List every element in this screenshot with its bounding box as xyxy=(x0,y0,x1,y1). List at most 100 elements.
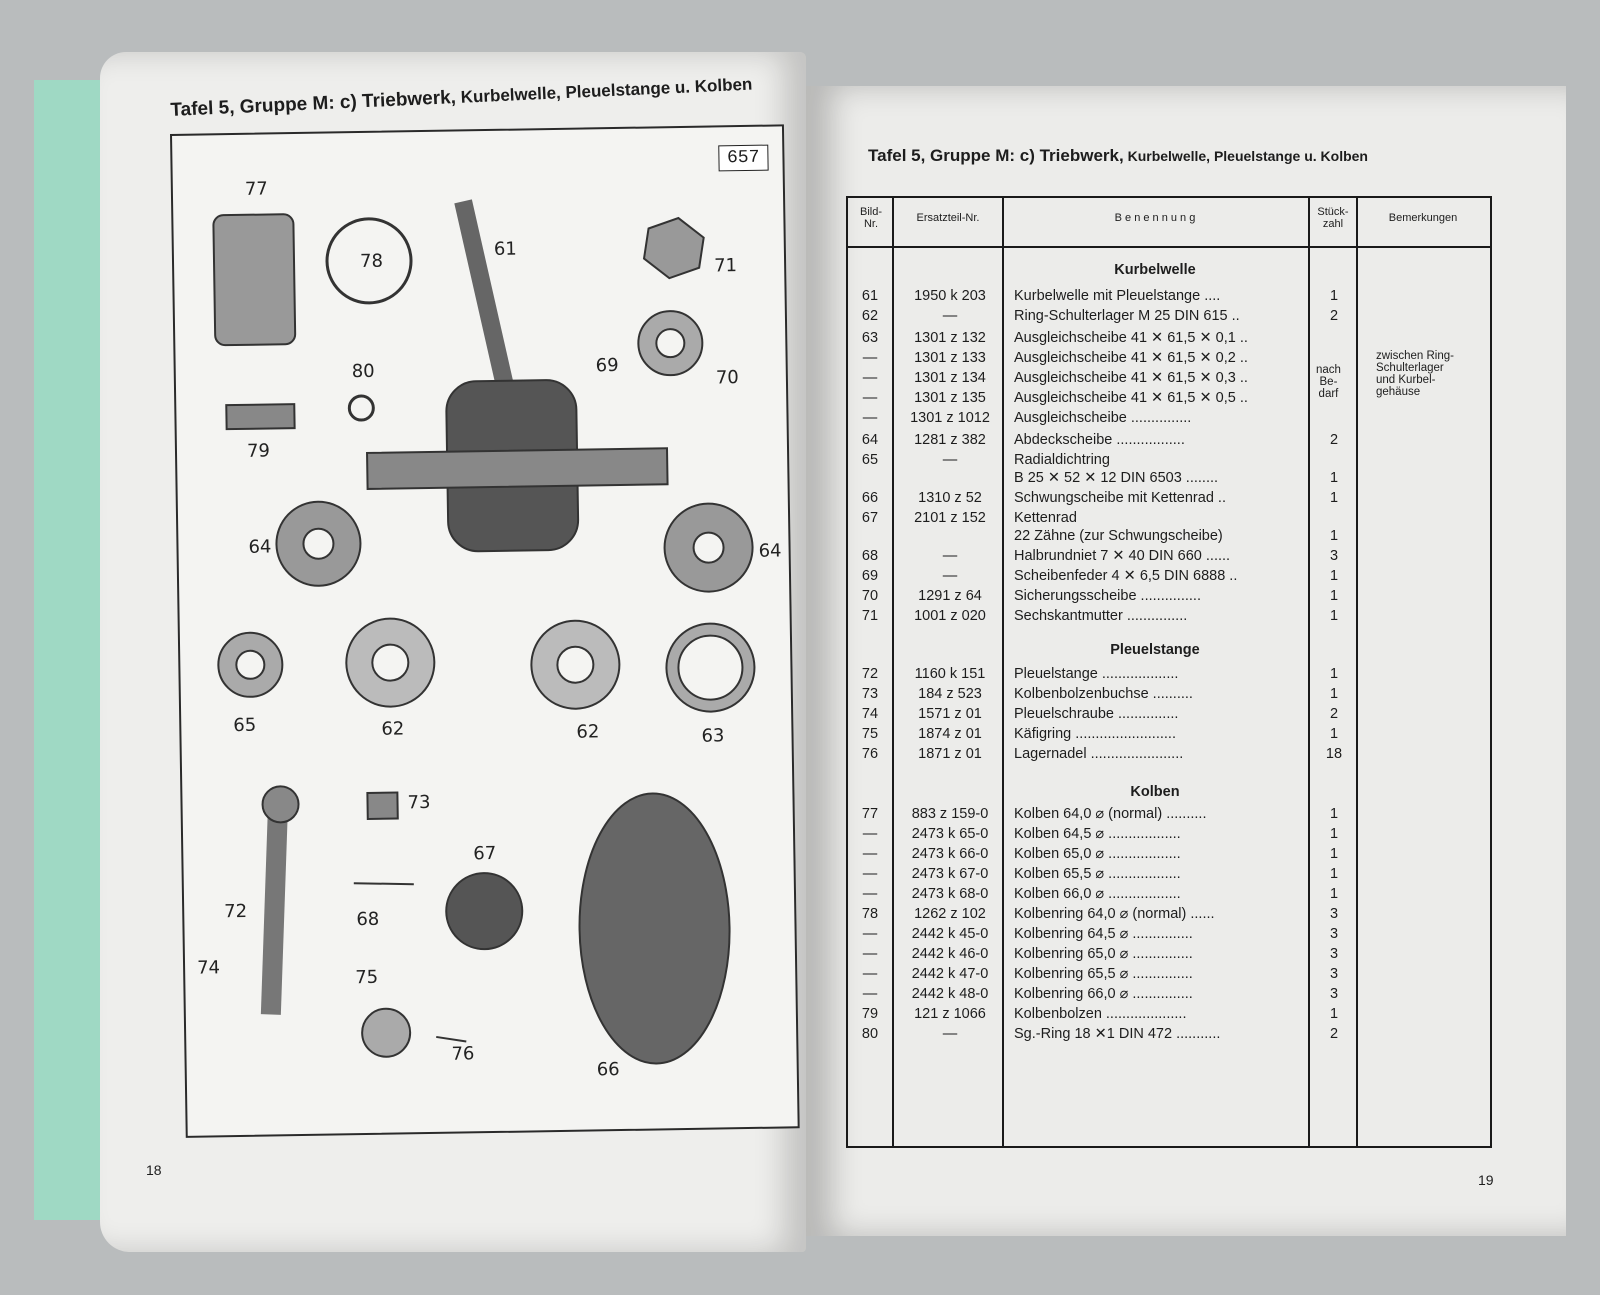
header-stueck: Stück- zahl xyxy=(1317,206,1349,230)
cell-name: Ausgleichscheibe 41 ✕ 61,5 ✕ 0,5 .. xyxy=(1014,390,1248,406)
cell-name: Kolbenbolzen .................... xyxy=(1014,1006,1187,1022)
cell-name: B 25 ✕ 52 ✕ 12 DIN 6503 ........ xyxy=(1014,470,1219,486)
cell-qty: 1 xyxy=(1329,568,1339,584)
part-label: 73 xyxy=(407,791,431,814)
table-row: 65—Radialdichtring xyxy=(848,452,1488,472)
cell-name: Sg.-Ring 18 ✕1 DIN 472 ........... xyxy=(1014,1026,1221,1042)
cell-name: Käfigring ......................... xyxy=(1014,726,1176,742)
cell-teil: 1310 z 52 xyxy=(918,490,982,506)
cell-name: Kolbenbolzenbuchse .......... xyxy=(1014,686,1193,702)
cell-qty: 2 xyxy=(1329,706,1339,722)
parts-drawing xyxy=(212,199,756,1065)
table-row: B 25 ✕ 52 ✕ 12 DIN 6503 ........1 xyxy=(848,470,1488,490)
part-label: 70 xyxy=(715,367,739,389)
cell-nr: — xyxy=(862,846,878,862)
cell-teil: 1571 z 01 xyxy=(918,706,982,722)
cell-teil: — xyxy=(942,308,958,324)
cell-nr: — xyxy=(862,966,878,982)
cell-teil: — xyxy=(942,548,958,564)
cell-nr: 68 xyxy=(861,548,879,564)
table-divider xyxy=(1308,196,1310,1146)
section-kurbelwelle: Kurbelwelle xyxy=(1114,262,1196,278)
right-page-number: 19 xyxy=(1478,1172,1494,1188)
cell-nr: 66 xyxy=(861,490,879,506)
part-label: 74 xyxy=(196,957,221,979)
note-remark: zwischen Ring- Schulterlager und Kurbel-… xyxy=(1376,350,1454,398)
cell-teil: 2473 k 67-0 xyxy=(911,866,989,882)
cell-qty: 1 xyxy=(1329,528,1339,544)
cell-nr: 69 xyxy=(861,568,879,584)
cell-name: Ausgleichscheibe ............... xyxy=(1014,410,1192,426)
header-bild: Bild- Nr. xyxy=(859,206,882,230)
cell-nr: — xyxy=(862,350,878,366)
cell-teil: 2442 k 45-0 xyxy=(911,926,989,942)
cell-name: Sechskantmutter ............... xyxy=(1014,608,1188,624)
part-label: 61 xyxy=(493,238,517,260)
cell-nr: 77 xyxy=(861,806,879,822)
table-row: 69 — Scheibenfeder 4 ✕ 6,5 DIN 6888 .. 1 xyxy=(848,568,1488,588)
header-bemerkungen: Bemerkungen xyxy=(1388,212,1458,224)
cell-name: Ausgleichscheibe 41 ✕ 61,5 ✕ 0,1 .. xyxy=(1014,330,1248,346)
cell-qty: 1 xyxy=(1329,866,1339,882)
cell-nr: 74 xyxy=(861,706,879,722)
cell-nr: 70 xyxy=(861,588,879,604)
table-divider xyxy=(1356,196,1358,1146)
cell-name: Halbrundniet 7 ✕ 40 DIN 660 ...... xyxy=(1014,548,1231,564)
cell-teil: 1291 z 64 xyxy=(918,588,982,604)
cell-teil: 1160 k 151 xyxy=(914,666,986,682)
piston-pin-shape xyxy=(225,403,296,431)
part-label: 72 xyxy=(224,900,248,923)
cell-teil: — xyxy=(942,568,958,584)
cell-teil: 2442 k 46-0 xyxy=(911,946,989,962)
cell-nr: — xyxy=(862,866,878,882)
part-label: 71 xyxy=(713,255,738,277)
cell-qty: 2 xyxy=(1329,432,1339,448)
part-label: 78 xyxy=(359,250,384,273)
cell-nr: — xyxy=(862,826,878,842)
cell-teil: 2442 k 48-0 xyxy=(911,986,989,1002)
part-label: 67 xyxy=(473,842,497,865)
cell-nr: 80 xyxy=(861,1026,879,1042)
cell-qty: 1 xyxy=(1329,666,1339,682)
cell-name: Abdeckscheibe ................. xyxy=(1014,432,1185,448)
part-label: 63 xyxy=(701,725,725,747)
cell-qty: 18 xyxy=(1325,746,1343,762)
cell-teil: 121 z 1066 xyxy=(914,1006,986,1022)
cell-name: Kolben 64,0 ⌀ (normal) .......... xyxy=(1014,806,1207,822)
cell-teil: 1950 k 203 xyxy=(914,288,986,304)
cell-teil: 1001 z 020 xyxy=(914,608,986,624)
header-benennung: B e n e n n u n g xyxy=(1114,212,1196,224)
cell-name: Kolben 65,0 ⌀ .................. xyxy=(1014,846,1181,862)
part-label: 68 xyxy=(356,908,380,931)
cell-qty: 3 xyxy=(1329,548,1339,564)
table-row: 22 Zähne (zur Schwungscheibe)1 xyxy=(848,528,1488,548)
cell-qty: 3 xyxy=(1329,926,1339,942)
cell-qty: 1 xyxy=(1329,886,1339,902)
cell-teil: 1281 z 382 xyxy=(914,432,986,448)
cell-qty: 1 xyxy=(1329,608,1339,624)
part-label: 80 xyxy=(351,360,375,383)
table-row: 80—Sg.-Ring 18 ✕1 DIN 472 ...........2 xyxy=(848,1026,1488,1046)
cell-name: Pleuelschraube ............... xyxy=(1014,706,1179,722)
part-label: 66 xyxy=(596,1059,620,1081)
cell-name: Scheibenfeder 4 ✕ 6,5 DIN 6888 .. xyxy=(1014,568,1238,584)
cell-nr: — xyxy=(862,926,878,942)
cell-qty: 3 xyxy=(1329,946,1339,962)
cell-name: Kolbenring 64,0 ⌀ (normal) ...... xyxy=(1014,906,1215,922)
section-kolben: Kolben xyxy=(1130,784,1180,800)
part-label: 62 xyxy=(576,721,600,743)
cell-teil: 2442 k 47-0 xyxy=(911,966,989,982)
